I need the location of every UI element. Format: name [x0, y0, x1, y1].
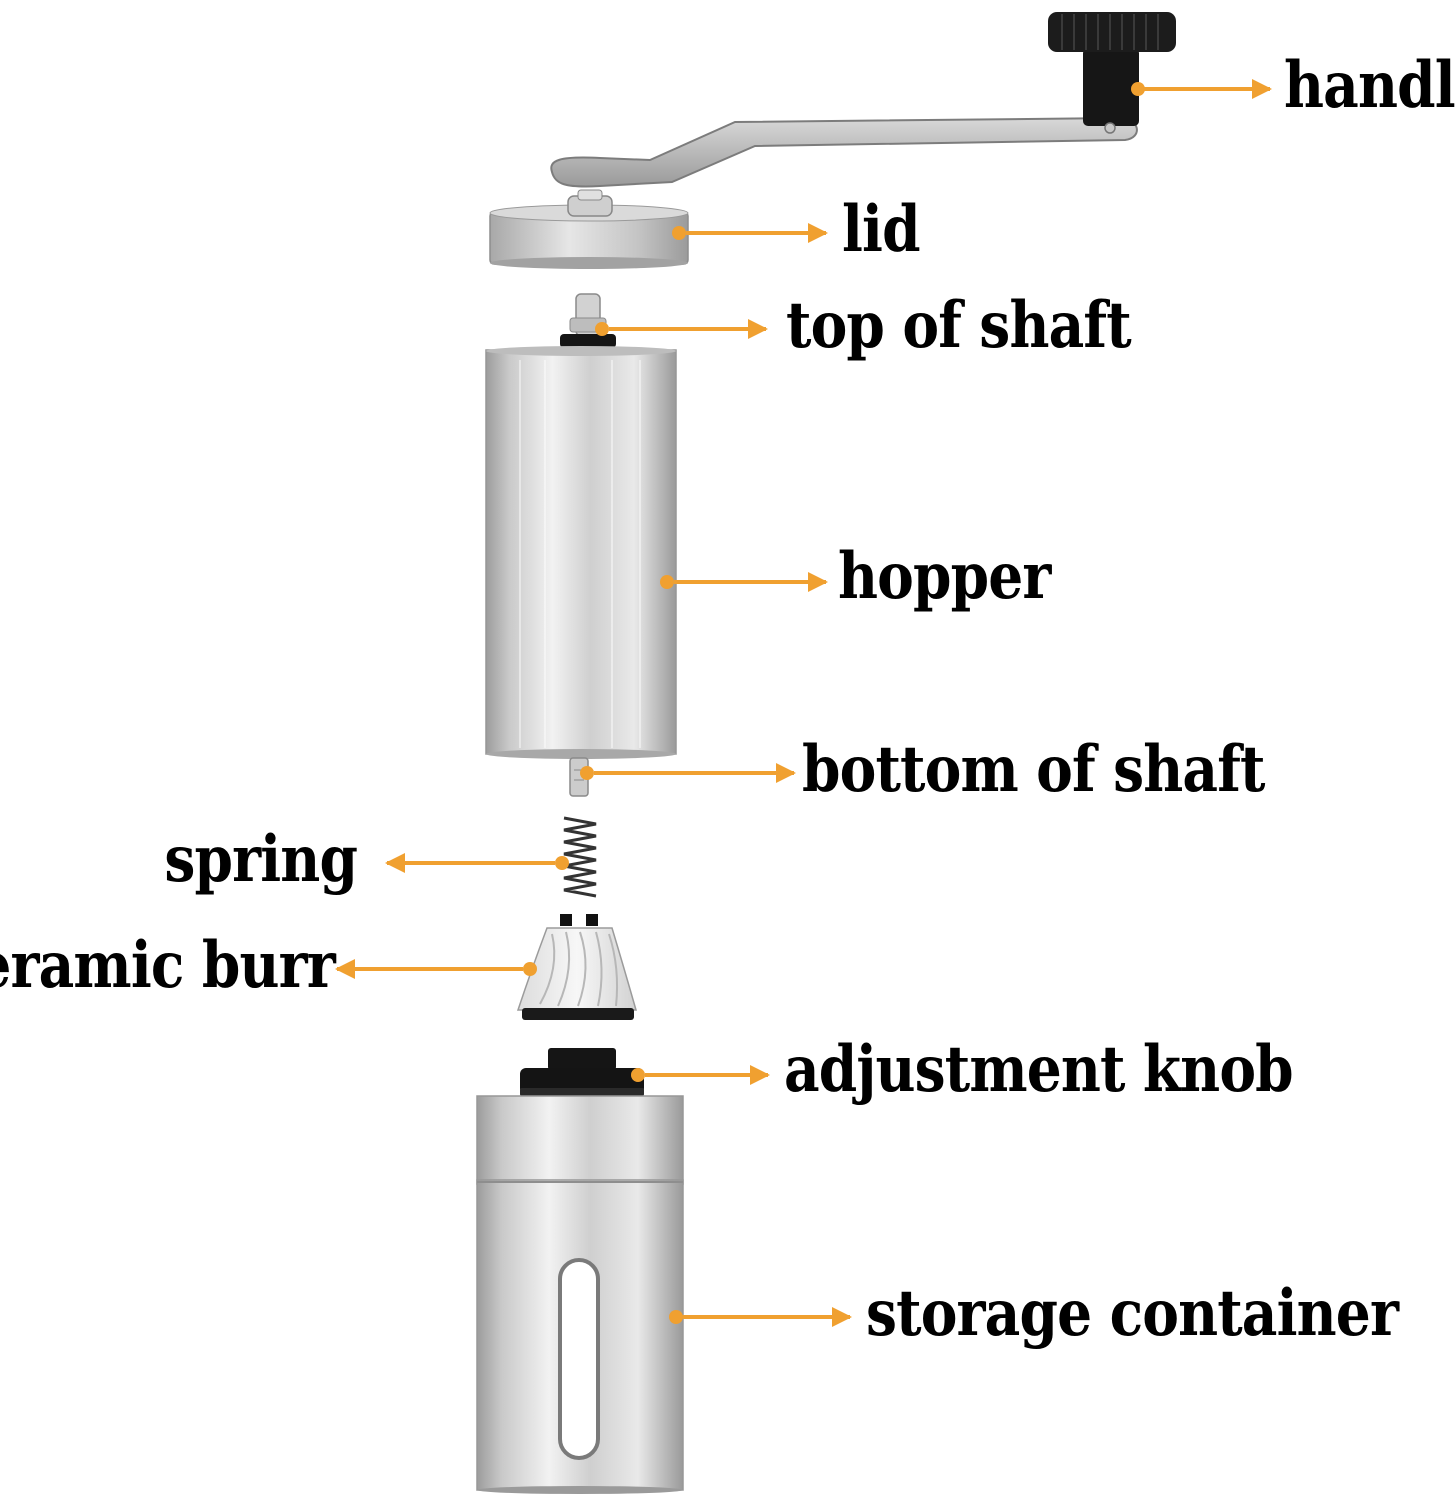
lid-part — [489, 189, 689, 269]
label-adjustment-knob: adjustment knob — [784, 1032, 1294, 1107]
handle-arm — [550, 116, 1138, 188]
handle-screw — [1104, 122, 1116, 134]
top-shaft-part — [560, 293, 616, 348]
arrow-handle — [1131, 79, 1272, 99]
label-spring: spring — [164, 822, 358, 897]
arrow-adjustment-knob — [631, 1065, 770, 1085]
storage-container-part — [476, 1095, 684, 1494]
arrow-spring — [385, 853, 569, 873]
arrow-hopper — [660, 572, 828, 592]
label-lid: lid — [842, 192, 921, 267]
container-window — [558, 1258, 600, 1460]
label-handle: handle — [1284, 48, 1455, 123]
hopper-part — [485, 346, 677, 759]
ceramic-burr-part — [516, 914, 637, 1020]
callout-arrows — [335, 79, 1272, 1327]
spring-part — [563, 816, 597, 898]
arrow-storage-container — [669, 1307, 852, 1327]
arrow-lid — [672, 223, 828, 243]
adjustment-knob-part — [520, 1048, 644, 1096]
label-storage-container: storage container — [866, 1276, 1399, 1351]
label-top-of-shaft: top of shaft — [786, 288, 1132, 363]
label-bottom-of-shaft: bottom of shaft — [802, 732, 1265, 807]
label-hopper: hopper — [838, 539, 1051, 614]
arrow-ceramic-burr — [335, 959, 537, 979]
handle-grip — [1083, 48, 1139, 126]
label-ceramic-burr: ceramic burr — [0, 928, 336, 1003]
handle-knob-cap — [1048, 12, 1176, 52]
arrow-bottom-of-shaft — [580, 763, 796, 783]
arrow-top-of-shaft — [595, 319, 768, 339]
handle-part — [550, 12, 1176, 188]
